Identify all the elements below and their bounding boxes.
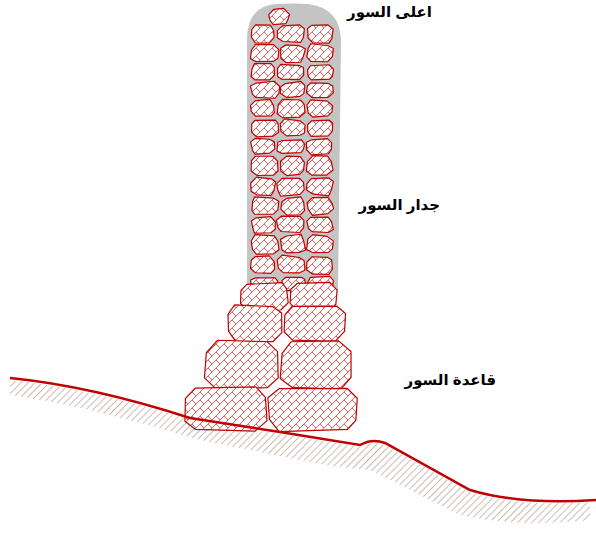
stone [284,306,345,341]
stone [251,177,276,195]
ground-line [10,378,596,501]
stone [204,340,278,389]
stone [251,64,274,80]
stone [308,25,333,43]
stone [250,45,278,62]
part-label: قاعدة السور [405,371,496,389]
stone [251,217,275,234]
stone [306,83,333,98]
stone [277,140,305,153]
stone [307,235,334,253]
stone [251,99,275,116]
stone [277,99,305,118]
stone [277,25,304,43]
part-label: جدار السور [359,196,441,214]
stone [307,197,334,215]
stone [306,139,331,155]
stone [228,305,282,342]
stone [280,234,305,253]
stone [251,138,275,154]
stone [278,64,304,79]
stone [252,197,279,214]
stone [251,156,278,175]
stone [307,44,334,62]
stone [306,156,333,176]
wall-plaster [247,4,341,293]
stone [268,388,357,431]
stone [276,216,303,232]
stone [252,120,279,137]
stone [307,217,333,232]
ground-hatching [10,380,590,523]
stone [281,197,305,215]
stone [277,178,304,196]
stone [277,255,305,273]
stone [281,45,306,63]
stone [281,156,305,175]
stone [251,25,274,43]
stone [307,100,333,117]
stone [308,65,334,80]
stone [251,235,279,254]
stone [280,341,351,390]
stone [280,119,305,136]
stone [306,257,332,275]
stones [185,8,357,431]
stone [269,8,290,24]
part-label: اعلى السور [347,3,432,21]
stone [251,256,275,273]
stone [250,81,279,98]
stone [306,178,333,196]
stone [280,81,305,97]
stone [308,120,333,136]
